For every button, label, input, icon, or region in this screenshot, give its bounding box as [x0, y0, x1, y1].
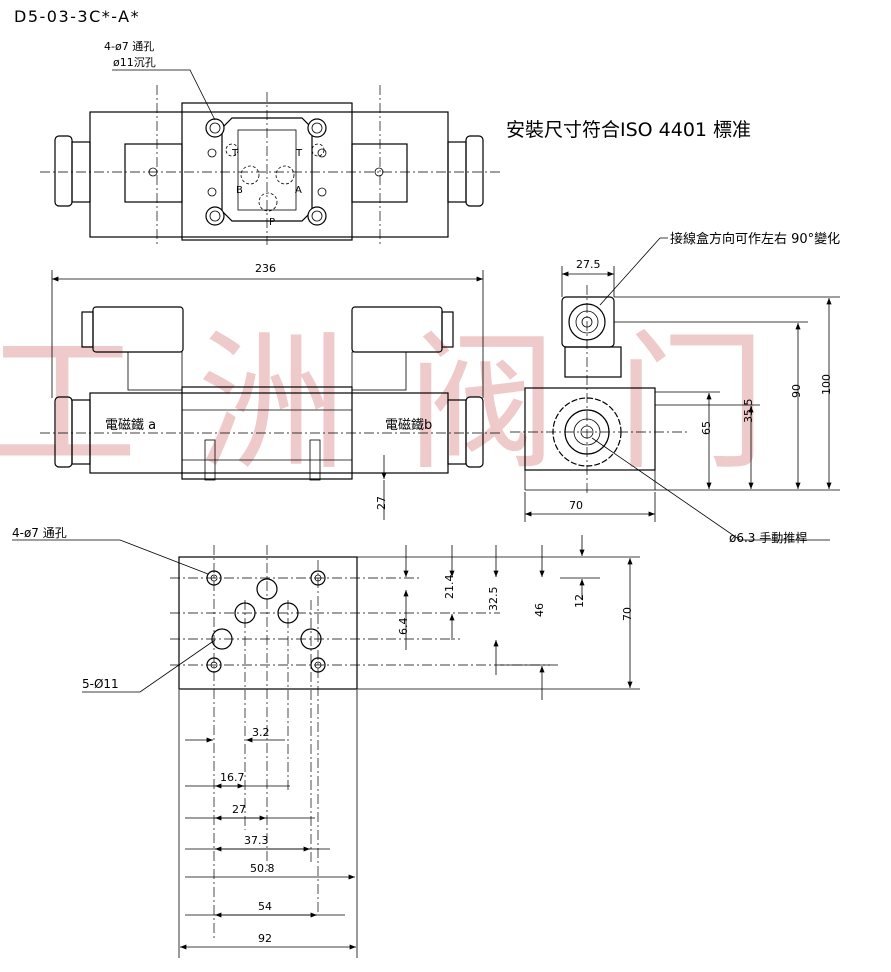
- subplate-port-note: 5-Ø11: [82, 677, 119, 691]
- box-rotate-note: 接線盒方向可作左右 90°變化: [670, 231, 840, 247]
- dim-70-side: 70: [569, 499, 583, 512]
- watermark: 工 洲 阀 门: [0, 317, 773, 491]
- port-label-p: P: [269, 217, 275, 228]
- front-view: 236 電磁鐵 a 電磁鐵b 27: [40, 262, 500, 520]
- dim-54: 54: [258, 900, 272, 913]
- dim-27-5: 27.5: [576, 258, 601, 271]
- solenoid-a-label: 電磁鐵 a: [105, 417, 156, 433]
- side-view: 27.5 接線盒方向可作左右 90°變化 100 90 65 35.5 70 ø…: [510, 231, 840, 545]
- top-view: T T B A P 4-ø7 通孔 ø11沉孔: [40, 40, 500, 245]
- dim-6-4: 6.4: [397, 618, 410, 636]
- dim-12: 12: [573, 594, 586, 608]
- port-label-b: B: [236, 185, 243, 196]
- dim-236: 236: [255, 262, 276, 275]
- dim-37-3: 37.3: [244, 834, 269, 847]
- model-code: D5-03-3C*-A*: [14, 7, 140, 26]
- dim-32-5: 32.5: [487, 587, 500, 612]
- dim-90: 90: [790, 384, 803, 398]
- dim-16-7: 16.7: [220, 771, 245, 784]
- top-hole-note-1: 4-ø7 通孔: [104, 40, 154, 53]
- dim-21-4: 21.4: [443, 575, 456, 600]
- dim-27: 27: [375, 496, 388, 510]
- dim-65: 65: [700, 421, 713, 435]
- dim-100: 100: [820, 374, 833, 395]
- dim-3-2: 3.2: [252, 726, 270, 739]
- dim-27-subplate: 27: [232, 803, 246, 816]
- subplate-view: 4-ø7 通孔 5-Ø11 6.4 21.4 32.5 46 12 70: [12, 526, 640, 958]
- manual-pin-note: ø6.3 手動推桿: [729, 530, 807, 545]
- dim-46: 46: [533, 603, 546, 617]
- port-label-t-left: T: [231, 148, 239, 159]
- dim-50-8: 50.8: [250, 862, 275, 875]
- top-hole-note-2: ø11沉孔: [113, 56, 156, 69]
- solenoid-b-label: 電磁鐵b: [385, 417, 432, 433]
- port-label-a: A: [295, 185, 302, 196]
- port-label-t-right: T: [295, 148, 303, 159]
- dim-35-5: 35.5: [742, 399, 755, 424]
- subplate-hole-note: 4-ø7 通孔: [12, 526, 67, 540]
- dim-92: 92: [258, 932, 272, 945]
- iso-note: 安裝尺寸符合ISO 4401 標准: [506, 119, 751, 141]
- dim-70-subplate: 70: [621, 607, 634, 621]
